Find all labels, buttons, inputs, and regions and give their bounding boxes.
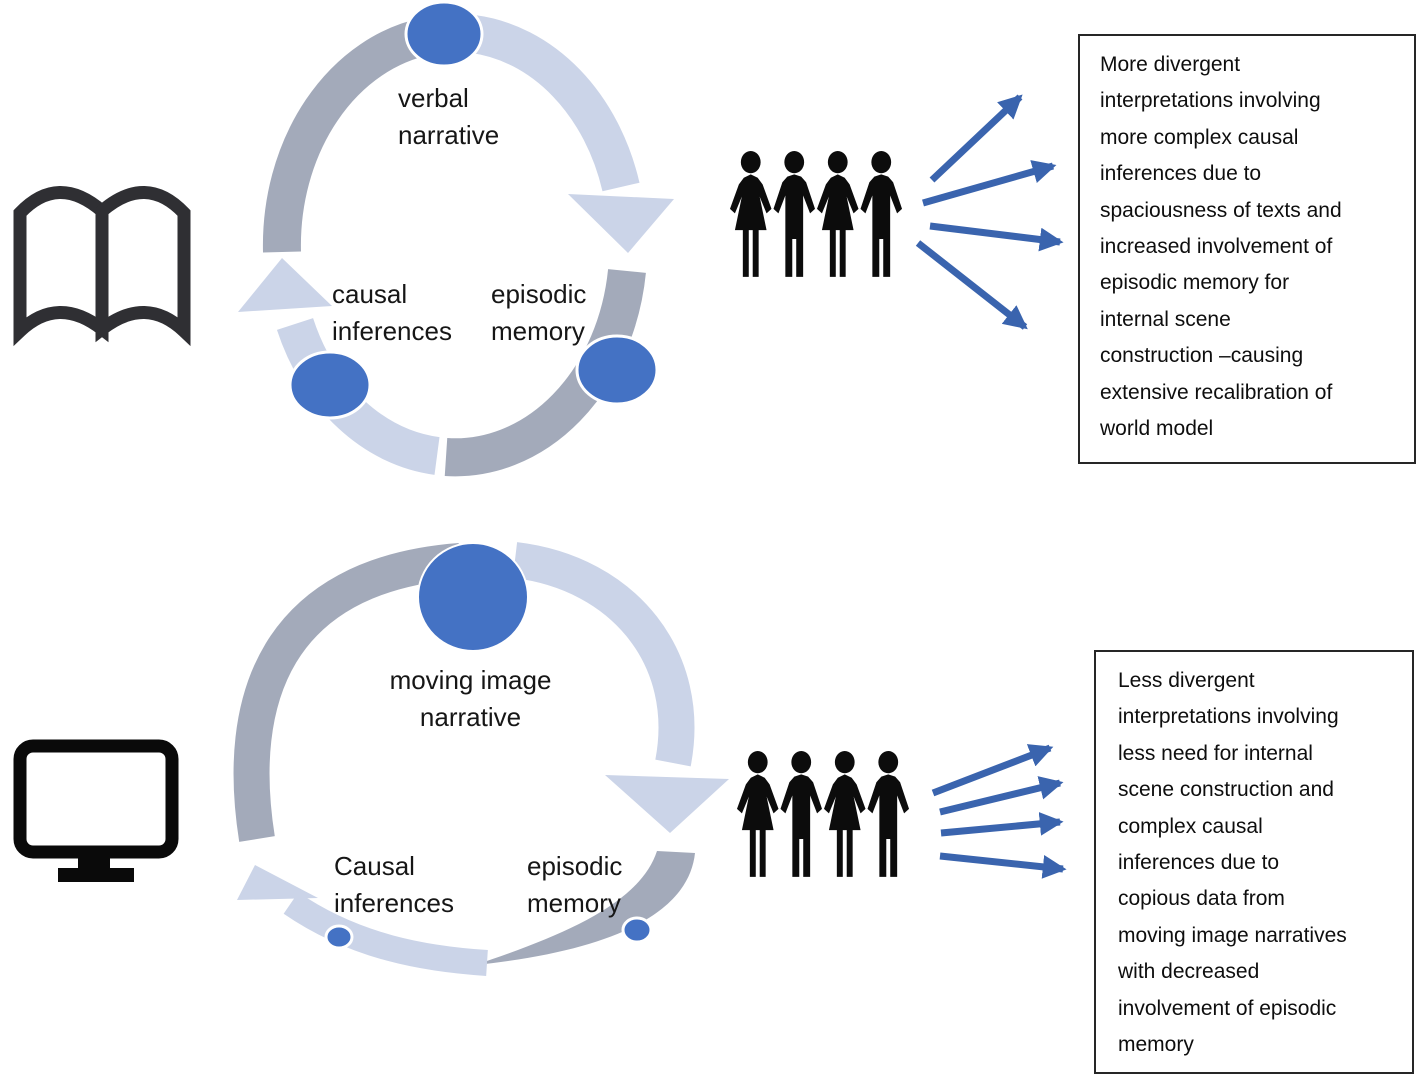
cycle-arrowhead-up bbox=[238, 258, 332, 312]
node-moving-image-narrative bbox=[417, 542, 529, 652]
cycle-arrow-top-right bbox=[470, 15, 640, 192]
label-causal-inferences: Causal inferences bbox=[334, 851, 454, 918]
outcome-box-verbal: More divergent interpretations involving… bbox=[1078, 34, 1416, 464]
person-woman bbox=[736, 751, 779, 877]
verbal-narrative-cycle bbox=[238, 0, 674, 477]
cycle-arrowhead-up bbox=[237, 865, 318, 900]
arrow-1 bbox=[931, 744, 1054, 797]
person-man bbox=[780, 751, 823, 877]
label-moving-image-narrative: moving image narrative bbox=[389, 665, 552, 732]
arrow-4 bbox=[939, 852, 1067, 879]
arrow-up-steep bbox=[929, 94, 1023, 183]
divergent-arrows bbox=[915, 94, 1064, 330]
node-episodic-memory bbox=[575, 334, 659, 406]
node-episodic-memory bbox=[621, 916, 653, 944]
label-verbal-narrative: verbal narrative bbox=[398, 83, 500, 150]
arrow-up-shallow bbox=[922, 160, 1057, 207]
person-man bbox=[860, 151, 903, 277]
cycle-arc-right bbox=[444, 268, 646, 477]
arrow-right bbox=[929, 222, 1064, 252]
outcome-box-moving-image: Less divergent interpretations involving… bbox=[1094, 650, 1414, 1074]
node-verbal-narrative bbox=[404, 0, 484, 68]
person-man bbox=[867, 751, 910, 877]
four-people-holding-hands-icon bbox=[736, 751, 910, 877]
cycle-arc-left bbox=[262, 17, 432, 253]
cycle-arrow-top-right bbox=[512, 542, 695, 767]
parallel-arrows bbox=[931, 744, 1067, 879]
arrow-2 bbox=[939, 776, 1064, 816]
person-woman bbox=[816, 151, 859, 277]
moving-image-cycle bbox=[233, 542, 729, 976]
arrow-3 bbox=[940, 812, 1064, 837]
cycle-arrowhead-down bbox=[605, 775, 729, 833]
person-woman bbox=[823, 751, 866, 877]
label-episodic-memory: episodic memory bbox=[491, 279, 587, 346]
cycle-arrow-bottom-left bbox=[283, 892, 488, 976]
monitor-icon bbox=[13, 739, 179, 882]
open-book-icon bbox=[13, 186, 191, 347]
cycle-arc-left bbox=[233, 543, 462, 842]
label-episodic-memory: episodic memory bbox=[527, 851, 623, 918]
four-people-holding-hands-icon bbox=[729, 151, 903, 277]
label-causal-inferences: causal inferences bbox=[332, 279, 452, 346]
node-causal-inferences bbox=[324, 924, 354, 950]
cycle-arc-right bbox=[475, 851, 695, 965]
node-causal-inferences bbox=[288, 350, 372, 420]
person-woman bbox=[729, 151, 772, 277]
cycle-arrowhead-down bbox=[568, 194, 674, 253]
person-man bbox=[773, 151, 816, 277]
arrow-down-steep bbox=[915, 240, 1028, 330]
